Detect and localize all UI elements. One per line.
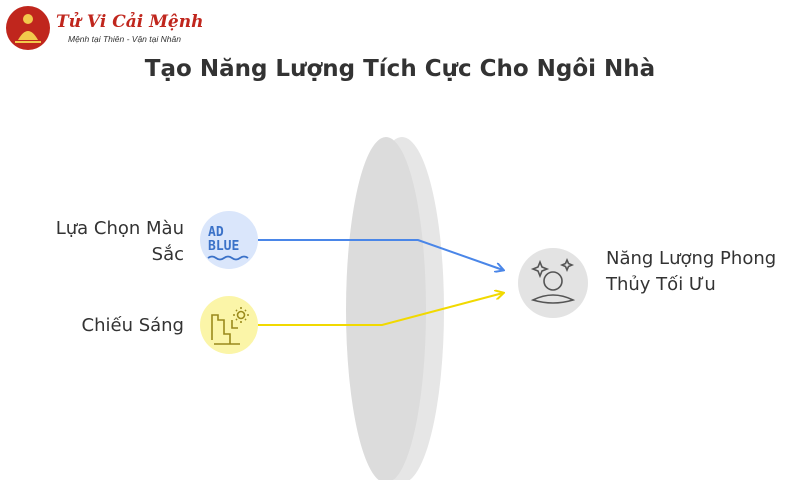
lens-shape <box>346 137 444 480</box>
icon-text-blue: BLUE <box>208 239 240 254</box>
output-label: Năng Lượng Phong Thủy Tối Ưu <box>606 248 777 295</box>
sunlight-window-icon <box>200 296 258 354</box>
blue-paint-icon <box>200 211 258 269</box>
input-label-lighting: Chiếu Sáng <box>81 315 184 336</box>
blue-connector-arrow <box>258 239 503 270</box>
yellow-connector-arrow <box>258 293 503 326</box>
brand-name: Tử Vi Cải Mệnh <box>56 12 204 32</box>
input-label-color: Lựa Chọn Màu Sắc <box>55 218 184 265</box>
meditation-sparkle-icon <box>518 248 588 318</box>
brand-tagline: Mệnh tại Thiên - Vận tại Nhân <box>68 34 181 44</box>
icon-text-ad: AD <box>208 225 224 240</box>
blue-paint-icon-text: AD BLUE <box>208 226 239 254</box>
page-title: Tạo Năng Lượng Tích Cực Cho Ngôi Nhà <box>144 56 656 82</box>
buddha-seal-icon <box>6 6 50 50</box>
brand-logo[interactable]: Tử Vi Cải Mệnh Mệnh tại Thiên - Vận tại … <box>6 6 203 50</box>
